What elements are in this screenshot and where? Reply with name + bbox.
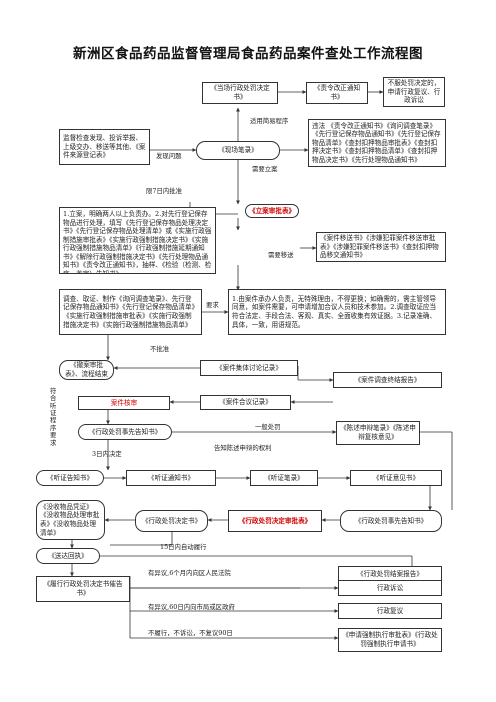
case-filing-steps-box: 1.立案，明确两人以上负责办。2.对先行登记保存物品进行处理，填写《先行登记保存… bbox=[59, 207, 216, 274]
penalty-prior-notice-box: 《行政处罚事先告知书》 bbox=[340, 510, 442, 532]
collective-discussion-box: 《案件集体讨论记录》 bbox=[200, 360, 298, 376]
investigation-report-box: 《案件调查终结报告》 bbox=[333, 372, 442, 388]
label-non-compliance: 不履行，不诉讼，不复议90日 bbox=[148, 629, 233, 637]
penalty-decision-box: 《行政处罚决定书》 bbox=[135, 510, 208, 532]
label-decide-3-days: 3日内决定 bbox=[92, 450, 122, 458]
appeal-box: 不服处罚决定的，申请行政复议、行政诉讼 bbox=[383, 77, 445, 107]
investigation-box: 调查、取证、制作《询问调查笔录》、先行登记保存物品通知书》《先行登记保存物品清单… bbox=[59, 289, 202, 335]
statement-defense-box: 《陈述申辩笔录》《陈述申辩复核意见》 bbox=[336, 421, 420, 445]
label-approve-7-days: 限7日内批准 bbox=[146, 187, 183, 195]
reminder-notice-box: 《履行行政处罚决定书催告书》 bbox=[36, 576, 130, 602]
rectification-notice-box: 《责令改正通知书》 bbox=[306, 82, 368, 104]
administrative-reconsideration-box: 行政复议 bbox=[338, 603, 442, 619]
label-general-penalty: 一般处罚 bbox=[255, 423, 281, 431]
confiscation-box: 《没收物品凭证》《没收物品处理审批表》《没收物品处理清单》 bbox=[36, 500, 105, 540]
label-fulfil-15-days: 15日内自动履行 bbox=[160, 543, 207, 551]
case-transfer-box: 《案件移送书》《涉嫌犯罪案件移送审批表》《涉嫌犯罪案件移送书》《查封扣押物品移交… bbox=[316, 232, 446, 262]
violation-documents-box: 违法 《责令改正通知书》《询问调查笔录》《先行登记保存物品通知书》《先行登记保存… bbox=[308, 119, 446, 167]
case-source-box: 监督检查发现、投诉举报、上级交办、移送等其他、《案件来源登记表》 bbox=[59, 129, 150, 165]
hearing-notice-box: 《听证告知书》 bbox=[36, 470, 104, 486]
hearing-opinion-box: 《听证意见书》 bbox=[350, 470, 442, 486]
label-objection-reconsideration: 有异议,60日内向市局或区政府 bbox=[148, 603, 235, 611]
label-not-approved: 不批准 bbox=[150, 345, 170, 353]
collegial-record-box: 《案件合议记录》 bbox=[200, 395, 291, 410]
page-title: 新洲区食品药品监督管理局食品药品案件查处工作流程图 bbox=[73, 46, 423, 62]
label-need-filing: 需要立案 bbox=[252, 165, 278, 173]
investigation-requirements-box: 1.由案件承办人负责，无特殊理由，不得更换；如确需的，需主管领导同意，如案件需要… bbox=[228, 289, 446, 335]
label-requirements: 要求 bbox=[206, 301, 219, 309]
label-simple-procedure: 适用简易程序 bbox=[250, 117, 289, 125]
hearing-transcript-box: 《听证笔录》 bbox=[250, 470, 318, 486]
case-review-box: 案件核审 bbox=[78, 396, 170, 410]
delivery-receipt-box: 《送达回执》 bbox=[36, 548, 100, 564]
administrative-litigation-box: 行政诉讼 bbox=[338, 580, 442, 596]
case-filing-approval-box: 《立案审批表》 bbox=[245, 204, 299, 218]
label-inform-rights: 告知陈述申辩的权利 bbox=[214, 444, 272, 452]
prior-notice-box: 《行政处罚事先告知书》 bbox=[78, 424, 172, 440]
enforcement-application-box: 《申请强制执行审批表》《行政处罚强制执行申请书》 bbox=[338, 628, 442, 652]
penalty-decision-approval-box: 《行政处罚决定审批表》 bbox=[228, 510, 322, 532]
hearing-notification-box: 《听证通知书》 bbox=[126, 470, 216, 486]
label-objection-court: 有异议,6个月内向区人民法院 bbox=[148, 569, 231, 577]
on-the-spot-penalty-box: 《当场行政处罚决定书》 bbox=[202, 82, 278, 104]
field-record-box: 《现场笔录》 bbox=[196, 141, 280, 160]
label-hearing-eligible: 符合听证程序要求 bbox=[50, 387, 57, 447]
withdraw-case-box: 《撤案审批表》、流程结束 bbox=[59, 360, 114, 380]
label-problem-found: 发现问题 bbox=[156, 152, 182, 160]
label-need-transfer: 需要移送 bbox=[268, 251, 294, 259]
